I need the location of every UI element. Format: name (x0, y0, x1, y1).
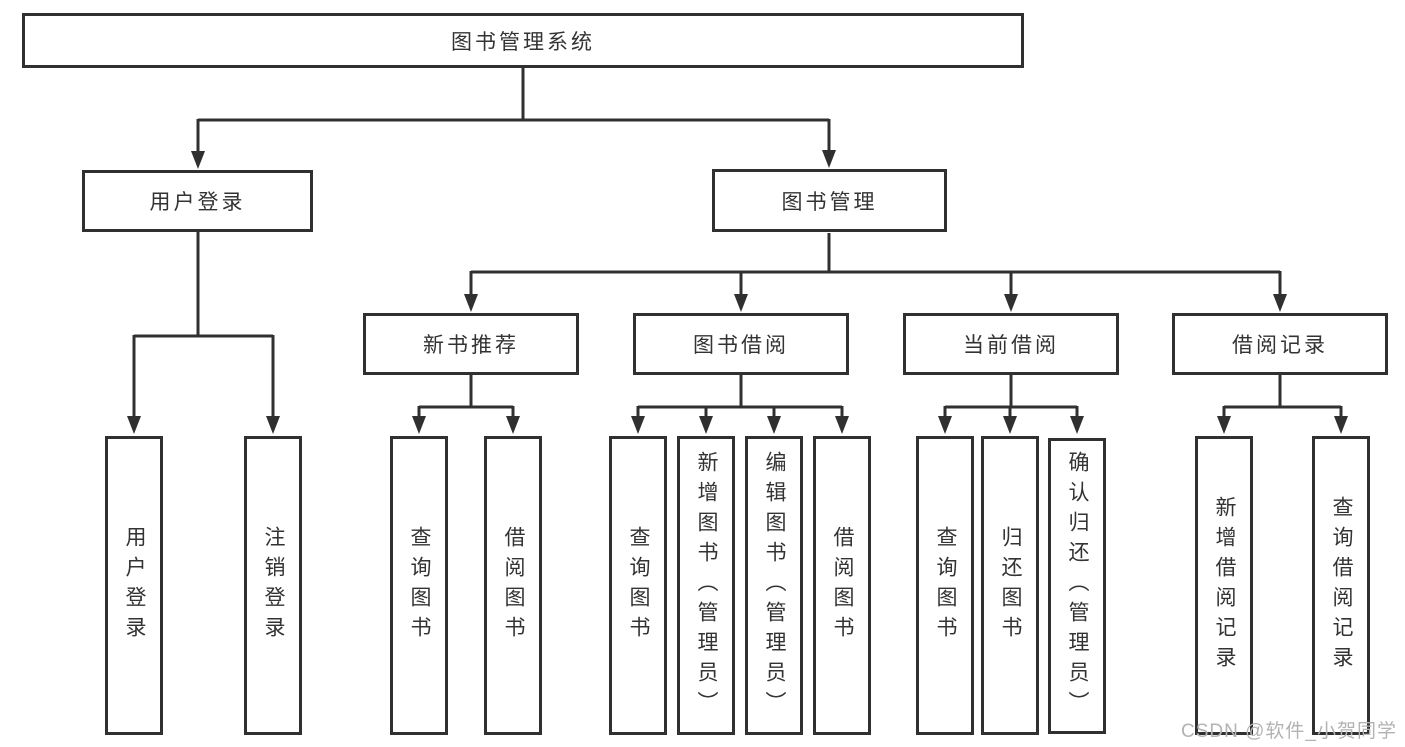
leaf-add-borrow-record-label: 新增借阅记录 (1213, 495, 1236, 676)
leaf-return-books-label: 归还图书 (999, 525, 1022, 646)
leaf-query-books-borrow-label: 查询图书 (627, 525, 650, 646)
node-current-borrow-label: 当前借阅 (963, 334, 1059, 357)
leaf-borrow-books-label: 借阅图书 (831, 525, 854, 646)
node-book-borrow-label: 图书借阅 (693, 334, 789, 357)
leaf-confirm-return-admin-label: 确认归还（管理员） (1066, 451, 1089, 721)
node-book-management: 图书管理 (712, 169, 947, 232)
node-new-book-recommend-label: 新书推荐 (423, 334, 519, 357)
leaf-user-login-label: 用户登录 (123, 525, 146, 646)
leaf-return-books: 归还图书 (981, 436, 1039, 735)
node-root: 图书管理系统 (22, 13, 1024, 68)
node-borrow-records: 借阅记录 (1172, 313, 1388, 375)
node-book-borrow: 图书借阅 (633, 313, 849, 375)
leaf-query-borrow-record-label: 查询借阅记录 (1330, 495, 1353, 676)
leaf-edit-book-admin-label: 编辑图书（管理员） (763, 450, 786, 721)
leaf-user-login: 用户登录 (105, 436, 163, 735)
node-user-login-label: 用户登录 (149, 191, 246, 214)
leaf-borrow-books-recommend-label: 借阅图书 (502, 525, 525, 646)
csdn-watermark: CSDN @软件_小贺同学 (1181, 721, 1397, 742)
node-root-label: 图书管理系统 (451, 30, 595, 54)
leaf-confirm-return-admin: 确认归还（管理员） (1048, 438, 1106, 734)
leaf-query-books-recommend: 查询图书 (390, 436, 448, 735)
leaf-borrow-books: 借阅图书 (813, 436, 871, 735)
node-user-login: 用户登录 (82, 170, 313, 232)
leaf-borrow-books-recommend: 借阅图书 (484, 436, 542, 735)
node-book-management-label: 图书管理 (781, 190, 878, 214)
leaf-add-book-admin-label: 新增图书（管理员） (695, 450, 718, 721)
node-current-borrow: 当前借阅 (903, 313, 1119, 375)
leaf-edit-book-admin: 编辑图书（管理员） (745, 436, 803, 735)
leaf-query-books-borrow: 查询图书 (609, 436, 667, 735)
leaf-query-books-current: 查询图书 (916, 436, 974, 735)
node-borrow-records-label: 借阅记录 (1232, 334, 1328, 357)
leaf-logout-label: 注销登录 (262, 525, 285, 646)
leaf-add-book-admin: 新增图书（管理员） (677, 436, 735, 735)
leaf-logout: 注销登录 (244, 436, 302, 735)
leaf-add-borrow-record: 新增借阅记录 (1195, 436, 1253, 735)
leaf-query-books-current-label: 查询图书 (934, 525, 957, 646)
leaf-query-borrow-record: 查询借阅记录 (1312, 436, 1370, 735)
leaf-query-books-recommend-label: 查询图书 (408, 525, 431, 646)
node-new-book-recommend: 新书推荐 (363, 313, 579, 375)
arrow-down-icons (127, 150, 1348, 434)
